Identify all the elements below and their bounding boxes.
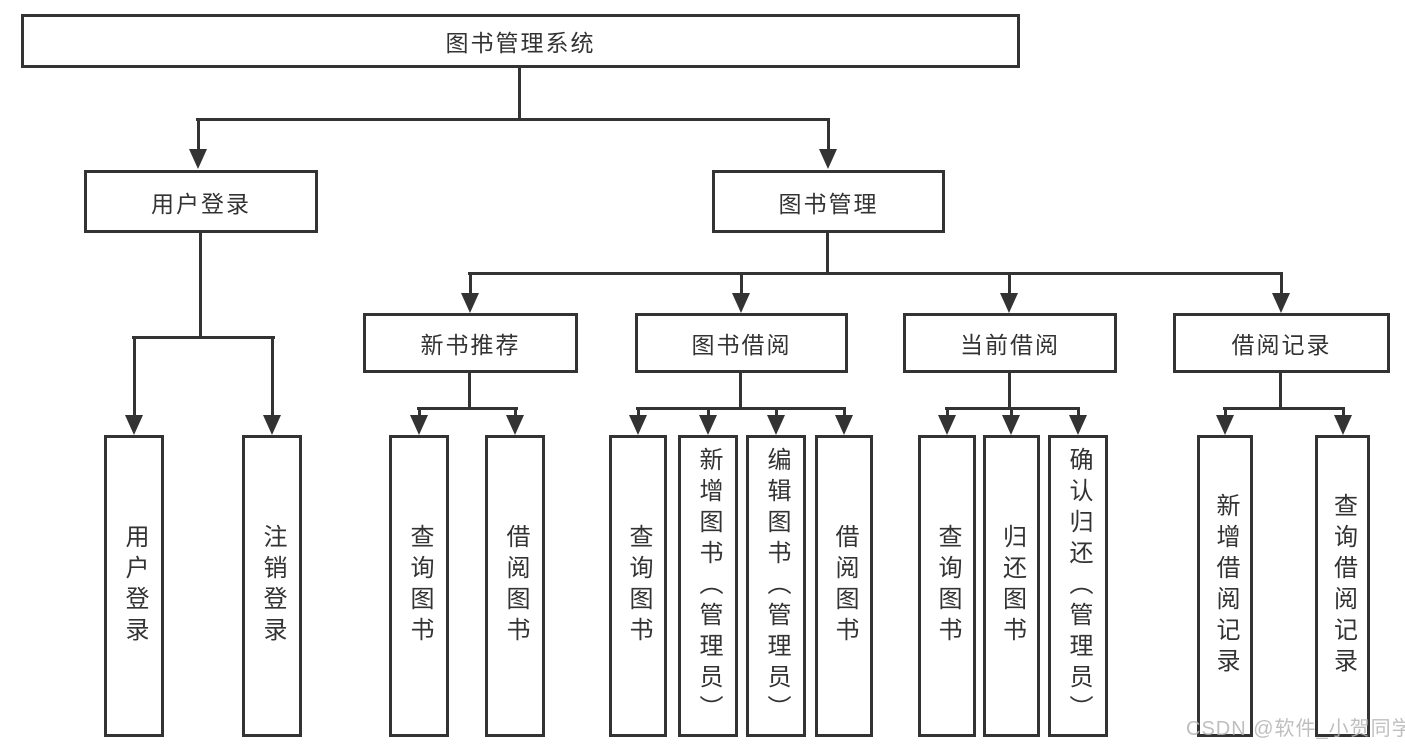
- connector-user-login-stem: [199, 231, 202, 339]
- leaf-edit-book-admin: 编辑图书（管理员）: [746, 435, 806, 737]
- node-library-system: 图书管理系统: [21, 14, 1020, 68]
- arrow-down-icon: [263, 336, 281, 435]
- connector-borrow-records-bar: [1223, 407, 1345, 410]
- arrow-down-icon: [506, 407, 524, 435]
- leaf-label: 借阅图书: [831, 524, 858, 648]
- leaf-label: 查询图书: [625, 524, 652, 648]
- leaf-label: 编辑图书（管理员）: [763, 446, 790, 726]
- leaf-label: 查询图书: [934, 524, 961, 648]
- node-user-login: 用户登录: [84, 170, 318, 233]
- leaf-label: 新增图书（管理员）: [695, 446, 722, 726]
- node-current-borrow: 当前借阅: [903, 313, 1117, 373]
- connector-current-borrow-stem: [1008, 371, 1011, 410]
- leaf-query-current-book: 查询图书: [918, 435, 976, 737]
- connector-new-book-bar: [417, 407, 518, 410]
- leaf-confirm-return-admin: 确认归还（管理员）: [1048, 435, 1108, 737]
- arrow-down-icon: [938, 407, 956, 435]
- arrow-down-icon: [1000, 272, 1018, 313]
- connector-current-borrow-bar: [945, 407, 1080, 410]
- leaf-query-book: 查询图书: [609, 435, 667, 737]
- leaf-borrow-book-recommend: 借阅图书: [485, 435, 545, 737]
- arrow-down-icon: [189, 118, 207, 169]
- node-label: 用户登录: [151, 190, 251, 217]
- leaf-label: 查询图书: [406, 524, 433, 648]
- leaf-add-book-admin: 新增图书（管理员）: [678, 435, 738, 737]
- node-label: 图书管理: [778, 190, 879, 217]
- connector-borrow-records-stem: [1279, 371, 1282, 410]
- connector-new-book-stem: [468, 371, 471, 410]
- arrow-down-icon: [732, 272, 750, 313]
- arrow-down-icon: [1216, 407, 1234, 435]
- leaf-label: 新增借阅记录: [1212, 493, 1239, 679]
- node-label: 当前借阅: [960, 332, 1060, 358]
- arrow-down-icon: [461, 272, 479, 313]
- leaf-query-borrow-record: 查询借阅记录: [1315, 435, 1370, 737]
- arrow-down-icon: [699, 407, 717, 435]
- leaf-user-login: 用户登录: [104, 435, 164, 737]
- arrow-down-icon: [835, 407, 853, 435]
- arrow-down-icon: [125, 336, 143, 435]
- arrow-down-icon: [1002, 407, 1020, 435]
- connector-user-login-bar: [132, 336, 275, 339]
- arrow-down-icon: [629, 407, 647, 435]
- leaf-label: 借阅图书: [502, 524, 529, 648]
- csdn-watermark: CSDN @软件_小贺同学: [1186, 718, 1405, 740]
- node-label: 图书借阅: [691, 332, 792, 358]
- node-book-management: 图书管理: [712, 170, 945, 233]
- leaf-label: 用户登录: [121, 524, 148, 648]
- leaf-borrow-book: 借阅图书: [815, 435, 873, 737]
- leaf-logout: 注销登录: [242, 435, 302, 737]
- leaf-query-book-recommend: 查询图书: [389, 435, 449, 737]
- arrow-down-icon: [1334, 407, 1352, 435]
- arrow-down-icon: [1069, 407, 1087, 435]
- node-label: 图书管理系统: [445, 30, 596, 56]
- connector-book-borrow-bar: [636, 407, 846, 410]
- arrow-down-icon: [767, 407, 785, 435]
- node-label: 借阅记录: [1231, 332, 1332, 358]
- node-new-book-recommend: 新书推荐: [363, 313, 578, 373]
- leaf-label: 归还图书: [998, 524, 1026, 648]
- connector-book-mgmt-stem: [826, 231, 829, 275]
- arrow-down-icon: [819, 118, 837, 169]
- node-book-borrow: 图书借阅: [635, 313, 848, 373]
- connector-root-bar: [196, 118, 830, 121]
- leaf-label: 查询借阅记录: [1329, 493, 1357, 679]
- leaf-label: 确认归还（管理员）: [1065, 446, 1092, 726]
- connector-root-stem: [518, 65, 521, 121]
- arrow-down-icon: [410, 407, 428, 435]
- leaf-return-book: 归还图书: [983, 435, 1040, 737]
- connector-book-mgmt-bar: [468, 272, 1283, 275]
- leaf-add-borrow-record: 新增借阅记录: [1197, 435, 1253, 737]
- arrow-down-icon: [1272, 272, 1290, 313]
- node-borrow-records: 借阅记录: [1173, 313, 1390, 373]
- node-label: 新书推荐: [420, 332, 521, 358]
- connector-book-borrow-stem: [739, 371, 742, 410]
- leaf-label: 注销登录: [259, 524, 286, 648]
